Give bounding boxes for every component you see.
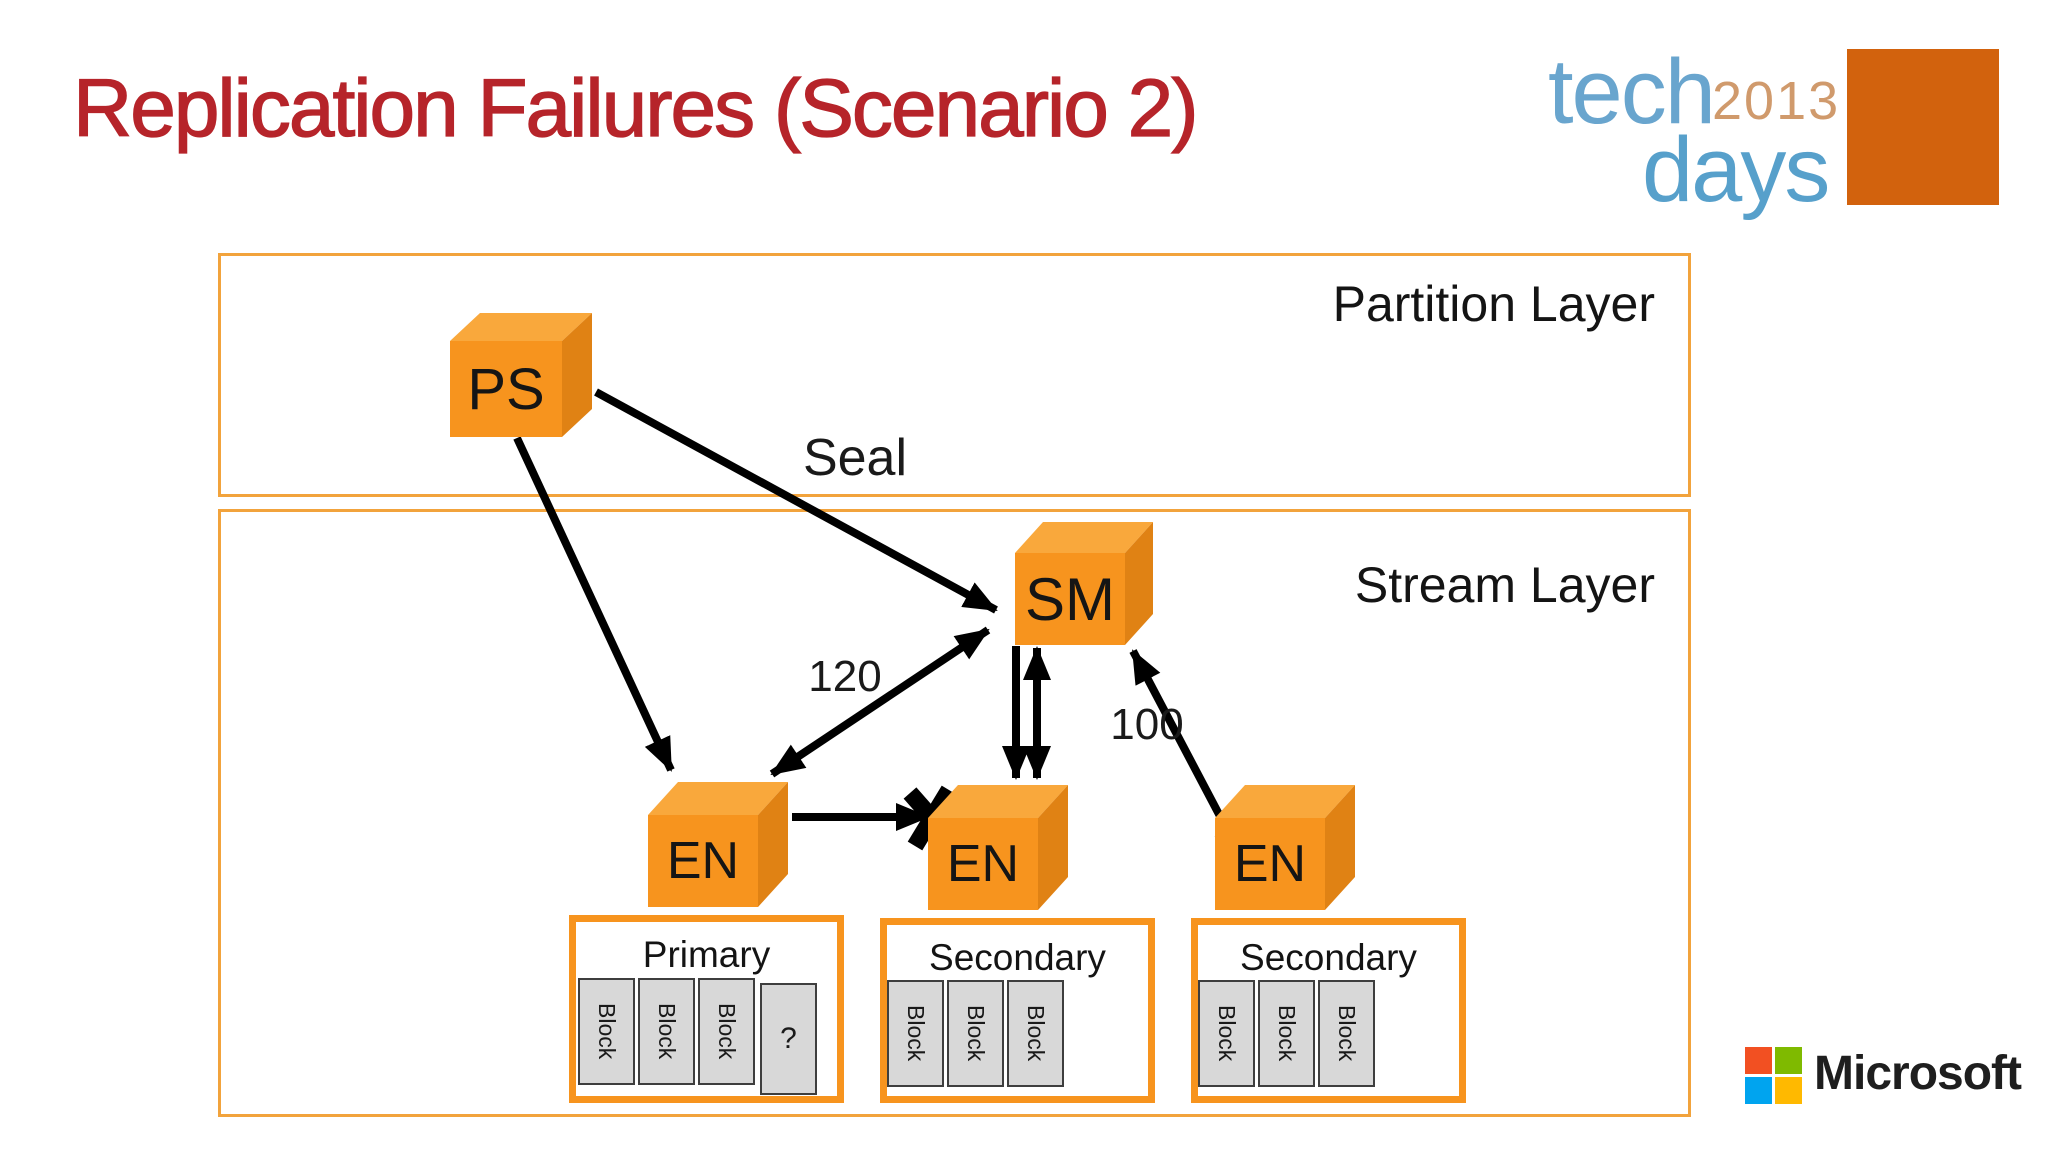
microsoft-logo-text: Microsoft: [1814, 1047, 2022, 1100]
node-en1-label: EN: [666, 832, 740, 890]
ms-square-blue: [1745, 1077, 1772, 1104]
node-en3-cube: EN: [1215, 785, 1355, 910]
node-en2-label: EN: [946, 835, 1020, 893]
ms-square-yellow: [1775, 1077, 1802, 1104]
block-cell: Block: [1318, 980, 1375, 1087]
techdays-logo-days: days: [1642, 119, 1830, 221]
secondary-extent-container-2: Secondary Block Block Block: [1191, 918, 1466, 1103]
block-cell: Block: [638, 978, 695, 1085]
node-en1-cube: EN: [648, 782, 788, 907]
techdays-logo-year: 2013: [1712, 71, 1841, 131]
node-sm-cube: SM: [1015, 522, 1153, 645]
techdays-logo-tech: tech: [1548, 41, 1716, 143]
page-title: Replication Failures (Scenario 2): [72, 62, 1199, 154]
block-cell: Block: [1007, 980, 1064, 1087]
stream-layer-label: Stream Layer: [1354, 557, 1655, 613]
node-ps-cube: PS: [450, 313, 592, 437]
offset-120-label: 120: [808, 652, 882, 701]
partition-layer-label: Partition Layer: [1332, 276, 1655, 332]
microsoft-logo-squares-icon: [1745, 1047, 1802, 1104]
secondary-extent-label: Secondary: [929, 937, 1106, 978]
ms-square-red: [1745, 1047, 1772, 1074]
block-cell: Block: [1198, 980, 1255, 1087]
secondary-extent-container-1: Secondary Block Block Block: [880, 918, 1155, 1103]
seal-edge-label: Seal: [802, 429, 908, 487]
primary-extent-container: Primary Block Block Block ?: [569, 915, 844, 1103]
block-cell: Block: [1258, 980, 1315, 1087]
node-en2-cube: EN: [928, 785, 1068, 910]
primary-extent-label: Primary: [642, 934, 771, 975]
block-cell: Block: [578, 978, 635, 1085]
secondary-extent-label: Secondary: [1240, 937, 1417, 978]
block-cell: Block: [698, 978, 755, 1085]
block-cell: Block: [947, 980, 1004, 1087]
ms-square-green: [1775, 1047, 1802, 1074]
block-cell: Block: [887, 980, 944, 1087]
offset-100-label: 100: [1110, 700, 1184, 749]
techdays-logo-square: [1847, 49, 1999, 205]
node-en3-label: EN: [1233, 835, 1307, 893]
block-cell-unknown: ?: [760, 983, 817, 1095]
node-ps-label: PS: [467, 356, 545, 422]
node-sm-label: SM: [1025, 565, 1115, 633]
